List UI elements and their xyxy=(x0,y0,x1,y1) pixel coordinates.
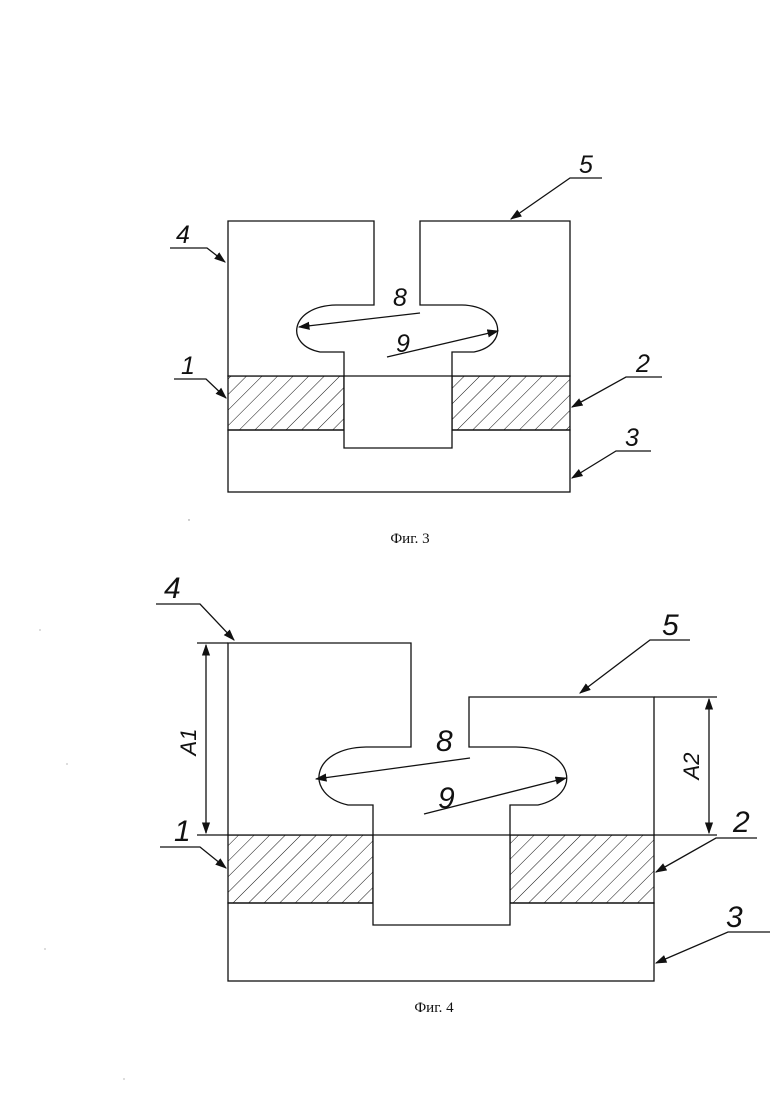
fig3-leader-3 xyxy=(572,451,651,478)
fig3-label-4: 4 xyxy=(176,221,190,249)
fig3-label-8: 8 xyxy=(393,284,407,312)
fig4-label-8: 8 xyxy=(436,725,453,758)
fig3-label-5: 5 xyxy=(579,151,593,179)
fig4-label-5: 5 xyxy=(662,609,679,642)
fig3-label-1: 1 xyxy=(181,352,195,380)
fig4-dimension-label-a2: A2 xyxy=(679,753,704,782)
fig4-leader-3 xyxy=(656,932,770,963)
fig4-leader-4 xyxy=(156,604,234,640)
fig3-leader-1 xyxy=(174,379,226,398)
figure-4 xyxy=(156,604,770,981)
fig3-caption: Фиг. 3 xyxy=(390,531,429,547)
fig4-label-3: 3 xyxy=(726,901,743,934)
fig3-label-2: 2 xyxy=(635,350,650,378)
fig4-label-9: 9 xyxy=(438,782,455,815)
fig4-caption: Фиг. 4 xyxy=(414,1000,454,1016)
figure-3 xyxy=(170,178,662,492)
fig4-dimension-label-a1: A1 xyxy=(176,729,201,758)
fig4-label-1: 1 xyxy=(174,815,191,848)
fig3-leader-5 xyxy=(511,178,602,219)
fig4-leader-1 xyxy=(160,847,226,868)
fig4-label-2: 2 xyxy=(732,806,750,839)
fig4-leader-2 xyxy=(656,838,757,872)
fig4-layer-1-hatched xyxy=(228,835,373,903)
fig3-dimension-arrow-8 xyxy=(299,313,420,327)
fig3-label-3: 3 xyxy=(625,424,639,452)
fig3-leader-4 xyxy=(170,248,225,262)
fig3-label-9: 9 xyxy=(396,330,410,358)
fig3-leader-2 xyxy=(572,377,662,407)
fig3-layer-1-hatched xyxy=(228,376,344,430)
fig4-label-4: 4 xyxy=(164,572,181,605)
fig4-dimension-arrow-8 xyxy=(316,758,470,779)
fig4-leader-5 xyxy=(580,640,690,693)
fig3-layer-2-hatched xyxy=(452,376,570,430)
fig4-layer-2-hatched xyxy=(510,835,654,903)
